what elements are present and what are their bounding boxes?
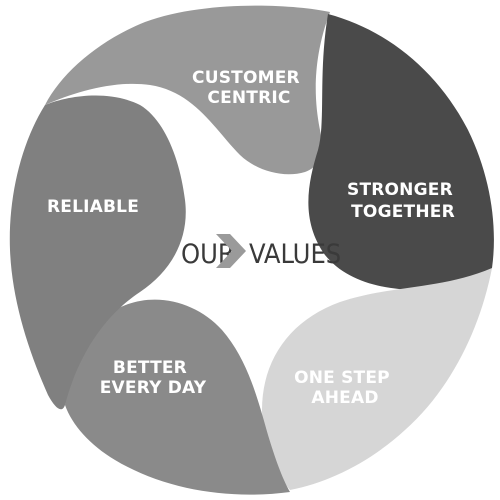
petal-label-stronger-together: STRONGER TOGETHER [347, 180, 459, 222]
petal-label-customer-centric: CUSTOMER CENTRIC [192, 68, 306, 108]
center-word-values: VALUES [249, 239, 341, 270]
petal-shape-better-every-day [65, 299, 290, 495]
petal-line: ONE STEP [294, 368, 390, 388]
petal-shape-stronger-together [308, 14, 494, 290]
petal-line: CUSTOMER [192, 68, 300, 88]
petal-line: EVERY DAY [100, 378, 207, 398]
petal-label-reliable: RELIABLE [47, 197, 139, 217]
value-petal-customer-centric: CUSTOMER CENTRIC [45, 5, 330, 175]
petal-line: AHEAD [311, 388, 378, 408]
value-petal-one-step-ahead: ONE STEP AHEAD [262, 268, 492, 490]
petal-label-better-every-day: BETTER EVERY DAY [100, 358, 207, 398]
value-petal-stronger-together: STRONGER TOGETHER [308, 14, 494, 290]
petal-line: TOGETHER [351, 202, 455, 222]
center-title: OUR VALUES [181, 234, 341, 270]
petal-line: STRONGER [347, 180, 453, 200]
value-petal-better-every-day: BETTER EVERY DAY [65, 299, 290, 495]
petal-line: RELIABLE [47, 197, 139, 217]
petal-line: BETTER [113, 358, 187, 378]
petal-shape-reliable [9, 95, 186, 410]
petal-shape-one-step-ahead [262, 268, 492, 490]
petal-label-one-step-ahead: ONE STEP AHEAD [294, 368, 396, 408]
petal-line: CENTRIC [207, 88, 290, 108]
petal-shape-customer-centric [45, 5, 330, 175]
chevron-right-icon [216, 234, 246, 268]
value-petal-reliable: RELIABLE [9, 95, 186, 410]
